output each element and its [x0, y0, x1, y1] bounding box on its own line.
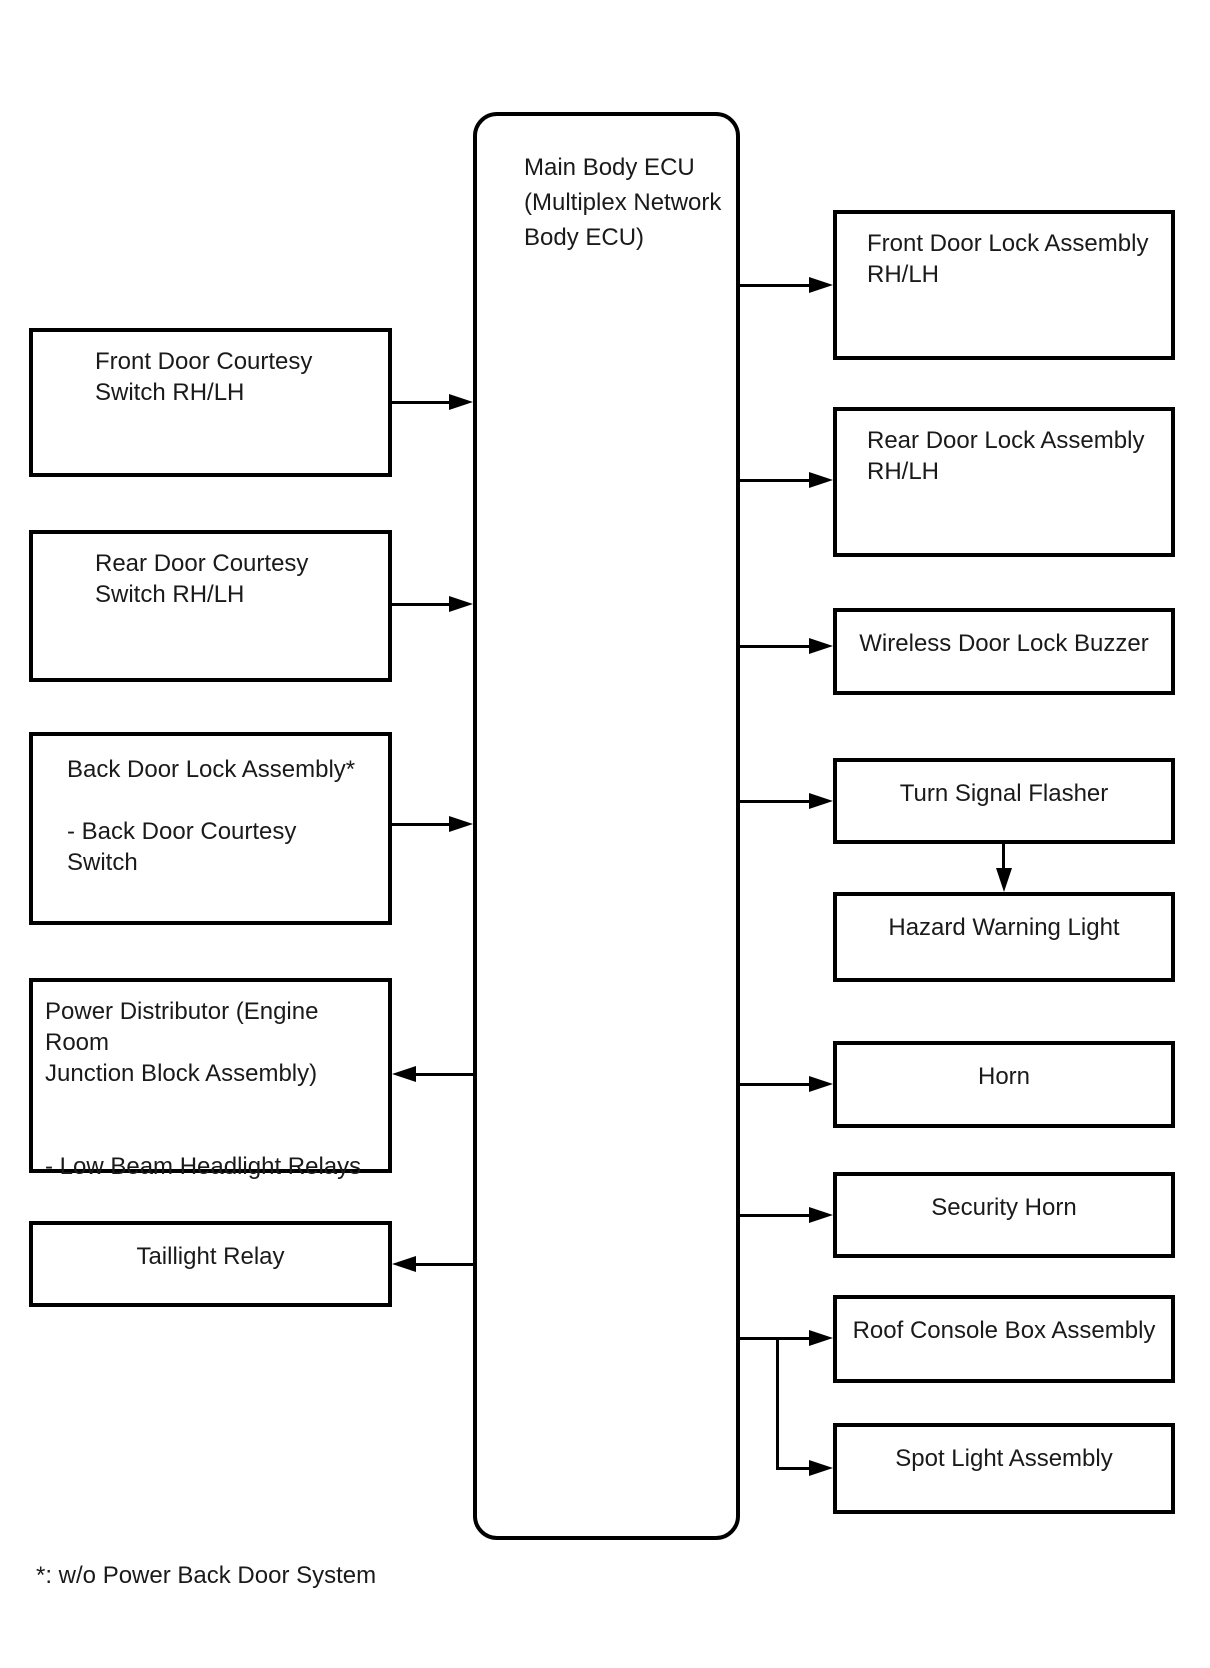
arrowhead-taillight-relay-icon: [392, 1256, 416, 1272]
node-horn: Horn: [833, 1041, 1175, 1128]
arrowhead-power-distributor-icon: [392, 1066, 416, 1082]
node-roof-console-box-assembly: Roof Console Box Assembly: [833, 1295, 1175, 1383]
connector-wireless-buzzer-line: [740, 645, 811, 648]
node-rear-door-lock-assembly: Rear Door Lock Assembly RH/LH: [833, 407, 1175, 557]
node-wireless-door-lock-buzzer: Wireless Door Lock Buzzer: [833, 608, 1175, 695]
arrowhead-horn-icon: [809, 1076, 833, 1092]
connector-power-distributor-line: [414, 1073, 473, 1076]
arrowhead-wireless-buzzer-icon: [809, 638, 833, 654]
connector-security-horn-line: [740, 1214, 811, 1217]
connector-front-door-courtesy-line: [392, 401, 451, 404]
connector-back-door-lock-line: [392, 823, 451, 826]
arrowhead-front-door-lock-icon: [809, 277, 833, 293]
node-hazard-warning-light: Hazard Warning Light: [833, 892, 1175, 982]
arrowhead-rear-door-lock-icon: [809, 472, 833, 488]
connector-front-door-lock-line: [740, 284, 811, 287]
node-rear-door-courtesy-switch: Rear Door Courtesy Switch RH/LH: [29, 530, 392, 682]
connector-horn-line: [740, 1083, 811, 1086]
footnote: *: w/o Power Back Door System: [36, 1562, 377, 1589]
node-front-door-courtesy-switch: Front Door Courtesy Switch RH/LH: [29, 328, 392, 477]
node-turn-signal-flasher: Turn Signal Flasher: [833, 758, 1175, 844]
node-power-distributor: Power Distributor (Engine Room Junction …: [29, 978, 392, 1180]
node-spot-light-assembly: Spot Light Assembly: [833, 1423, 1175, 1514]
connector-rear-door-lock-line: [740, 479, 811, 482]
node-back-door-lock-assembly: Back Door Lock Assembly* - Back Door Cou…: [29, 732, 392, 925]
arrowhead-roof-console-icon: [809, 1330, 833, 1346]
connector-spot-light-branch-vline: [776, 1337, 779, 1470]
arrowhead-security-horn-icon: [809, 1207, 833, 1223]
arrowhead-front-door-courtesy-icon: [449, 394, 473, 410]
connector-roof-console-line: [740, 1337, 811, 1340]
node-security-horn: Security Horn: [833, 1172, 1175, 1258]
connector-rear-door-courtesy-line: [392, 603, 451, 606]
node-taillight-relay: Taillight Relay: [29, 1221, 392, 1307]
main-body-ecu-label: Main Body ECU (Multiplex Network Body EC…: [524, 154, 722, 251]
arrowhead-turn-signal-flasher-icon: [809, 793, 833, 809]
connector-hazard-warning-line: [1002, 844, 1005, 872]
main-body-ecu-block: [473, 112, 740, 1540]
arrowhead-rear-door-courtesy-icon: [449, 596, 473, 612]
connector-turn-signal-flasher-line: [740, 800, 811, 803]
arrowhead-spot-light-icon: [809, 1460, 833, 1476]
arrowhead-back-door-lock-icon: [449, 816, 473, 832]
node-front-door-lock-assembly: Front Door Lock Assembly RH/LH: [833, 210, 1175, 360]
connector-taillight-relay-line: [414, 1263, 473, 1266]
connector-spot-light-line: [776, 1467, 811, 1470]
arrowhead-hazard-warning-icon: [996, 868, 1012, 892]
